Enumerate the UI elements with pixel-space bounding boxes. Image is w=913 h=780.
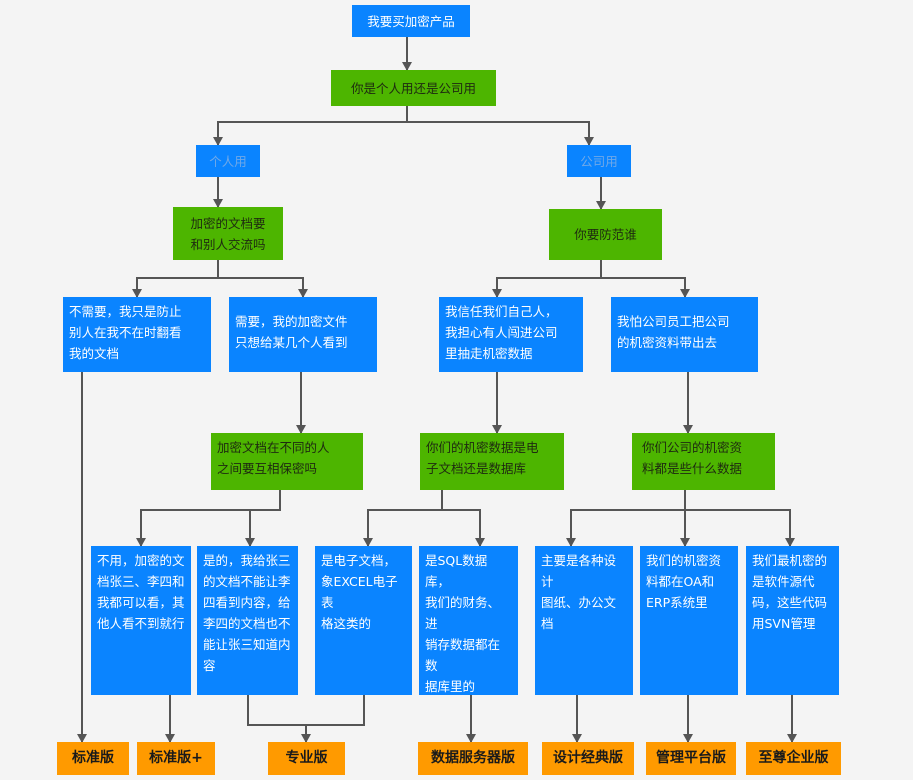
node-data-kind-question: 你们公司的机密资 料都是些什么数据 xyxy=(632,433,775,490)
node-oa-erp: 我们的机密资 料都在OA和 ERP系统里 xyxy=(640,546,738,695)
node-company: 公司用 xyxy=(567,145,631,177)
node-fear-staff: 我怕公司员工把公司 的机密资料带出去 xyxy=(611,297,758,372)
node-doc-or-db-question: 你们的机密数据是电 子文档还是数据库 xyxy=(420,433,564,490)
product-db-server: 数据服务器版 xyxy=(418,742,528,775)
product-standard-plus: 标准版+ xyxy=(137,742,215,775)
node-mutual-no: 不用，加密的文 档张三、李四和 我都可以看，其 他人看不到就行 xyxy=(91,546,191,695)
product-management-platform: 管理平台版 xyxy=(646,742,736,775)
node-source-code: 我们最机密的 是软件源代 码，这些代码 用SVN管理 xyxy=(746,546,839,695)
node-personal: 个人用 xyxy=(196,145,260,177)
node-guard-question: 你要防范谁 xyxy=(549,209,662,260)
node-personal-or-company: 你是个人用还是公司用 xyxy=(331,70,496,106)
node-sql-database: 是SQL数据库， 我们的财务、进 销存数据都在数 据库里的 xyxy=(419,546,518,695)
product-design-classic: 设计经典版 xyxy=(542,742,634,775)
product-pro: 专业版 xyxy=(268,742,345,775)
node-mutual-question: 加密文档在不同的人 之间要互相保密吗 xyxy=(211,433,363,490)
node-no-share: 不需要，我只是防止 别人在我不在时翻看 我的文档 xyxy=(63,297,211,372)
node-electronic-doc: 是电子文档， 象EXCEL电子表 格这类的 xyxy=(315,546,412,695)
product-standard: 标准版 xyxy=(57,742,129,775)
node-mutual-yes: 是的，我给张三 的文档不能让李 四看到内容，给 李四的文档也不 能让张三知道内 … xyxy=(197,546,298,695)
node-yes-share: 需要，我的加密文件 只想给某几个人看到 xyxy=(229,297,377,372)
product-enterprise: 至尊企业版 xyxy=(746,742,841,775)
node-root: 我要买加密产品 xyxy=(352,5,470,37)
node-share-question: 加密的文档要 和别人交流吗 xyxy=(173,207,283,260)
node-trust-insiders: 我信任我们自己人， 我担心有人闯进公司 里抽走机密数据 xyxy=(439,297,583,372)
node-design-drawings: 主要是各种设计 图纸、办公文档 xyxy=(535,546,633,695)
